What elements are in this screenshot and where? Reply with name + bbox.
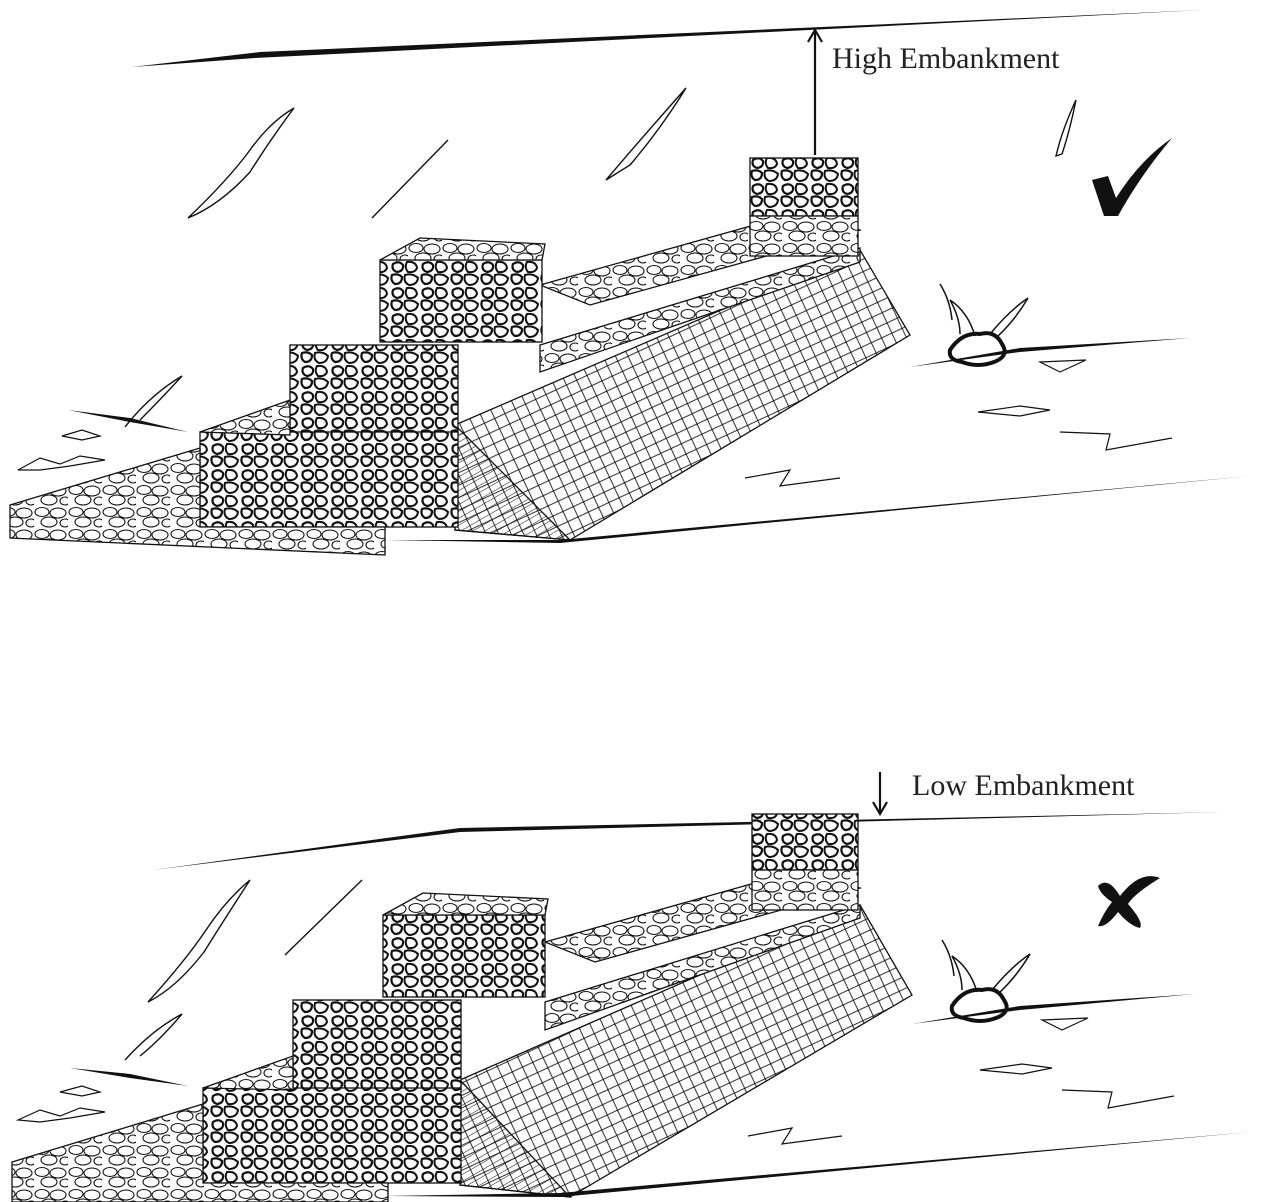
height-arrow-up [808,30,822,155]
gabion-wall-high [10,158,910,555]
top-bank-line [153,812,1225,870]
panel-low-embankment: Low Embankment [12,769,1250,1202]
panel-label-high: High Embankment [832,42,1060,75]
panel-label-low: Low Embankment [912,769,1135,802]
gabion-wall-low [12,814,912,1202]
bush-right-bank [940,284,1028,365]
arrow-down-icon [873,772,887,814]
check-mark-icon [1092,138,1172,216]
cross-mark-icon [1098,876,1160,928]
panel-high-embankment: High Embankment [10,10,1250,555]
right-bank-line [910,338,1190,367]
